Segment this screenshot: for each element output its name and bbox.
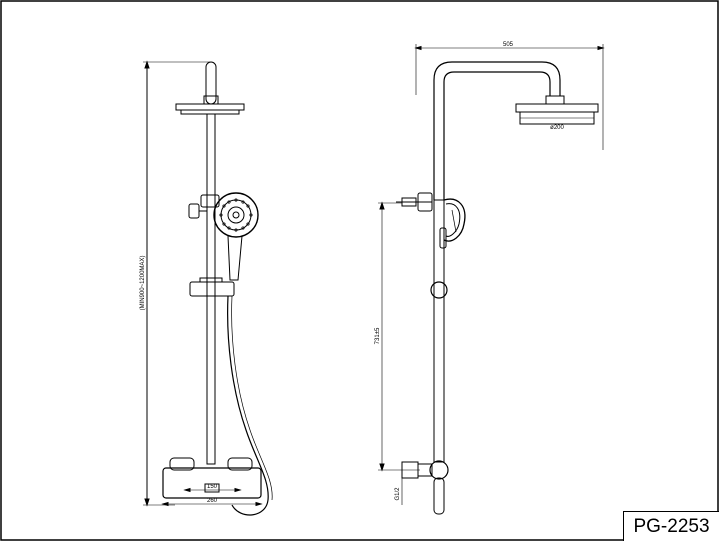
side-view <box>378 44 605 515</box>
head-diameter-label: ø200 <box>550 125 564 131</box>
height-dimension-label: (MIN900~1200MAX) <box>140 256 146 311</box>
arm-length-label: 505 <box>503 42 514 48</box>
shower-head-nozzles <box>219 198 253 232</box>
inner-width-label: 150 <box>207 484 218 490</box>
model-number: PG-2253 <box>623 511 719 541</box>
inlet-height-label: 731±5 <box>375 327 381 344</box>
body-width-label: 260 <box>207 498 218 504</box>
front-view <box>143 60 273 516</box>
connection-label: G1/2 <box>395 487 401 501</box>
